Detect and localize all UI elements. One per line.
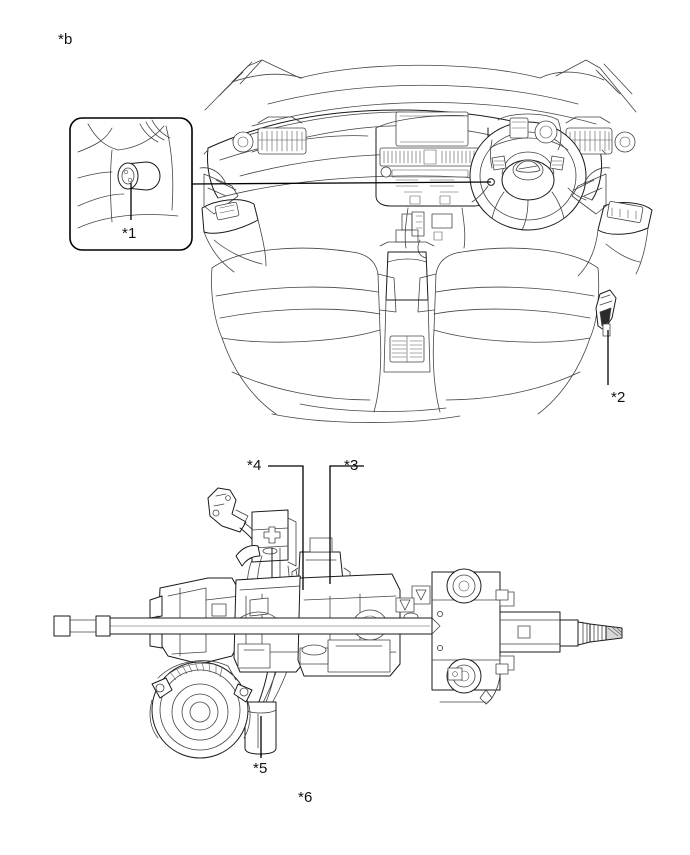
left-air-vent	[232, 116, 307, 155]
callout-6: *6	[298, 789, 313, 806]
callout-5: *5	[253, 760, 268, 777]
callout-4: *4	[247, 457, 262, 474]
leader-callout-4	[268, 465, 304, 590]
steering-column-assembly	[53, 487, 623, 759]
callout-2: *2	[611, 389, 626, 406]
door-trim-left	[199, 149, 267, 273]
steering-wheel	[469, 113, 587, 231]
splined-shaft-end	[499, 611, 623, 653]
center-console	[379, 213, 435, 373]
column-jacket	[439, 589, 509, 705]
windshield-and-pillars	[204, 59, 637, 127]
leader-callout-3	[329, 465, 364, 584]
center-stack	[375, 111, 489, 207]
motor-pulley	[149, 660, 253, 759]
lower-detail-blocks	[237, 597, 415, 673]
callout-1: *1	[122, 225, 137, 242]
clamp-bracket	[207, 487, 265, 549]
front-seats	[211, 247, 600, 415]
vehicle-interior-view	[199, 59, 653, 423]
engine-switch-knob	[117, 161, 161, 191]
seat-belt-buckle	[595, 289, 617, 337]
callout-b: *b	[58, 31, 73, 48]
intermediate-shaft	[53, 615, 433, 637]
floor-area	[271, 403, 461, 423]
door-trim-right	[571, 149, 653, 277]
column-mount-bearings	[423, 568, 515, 694]
engine-switch-detail-inset	[69, 117, 193, 251]
callout-3: *3	[344, 457, 359, 474]
upper-bracket	[251, 509, 297, 567]
leader-inset-to-interior	[191, 181, 492, 185]
